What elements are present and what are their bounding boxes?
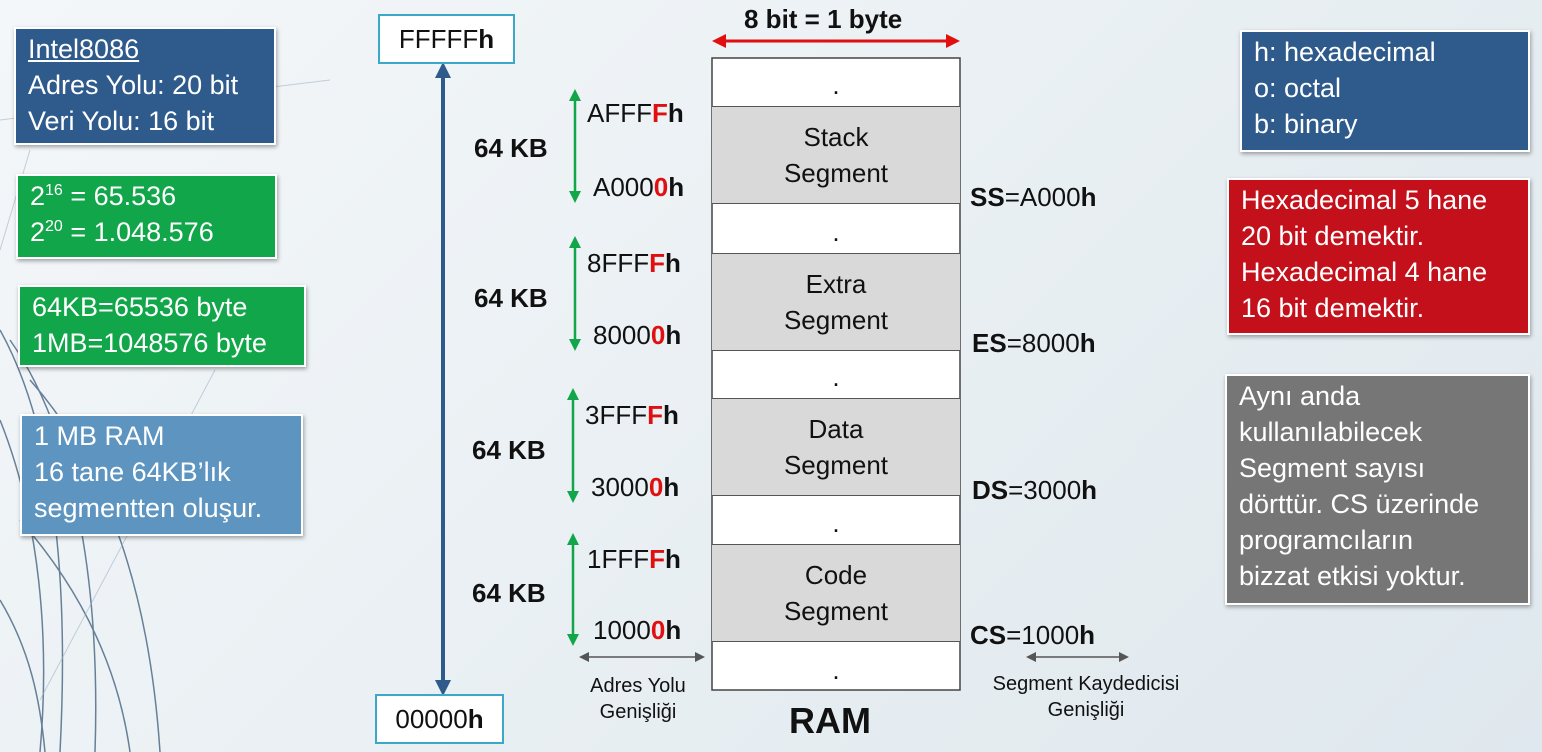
address-space-arrow [435,62,451,696]
segment-high-address: AFFFFh [587,98,684,128]
ram-info-line: segmentten oluşur. [34,493,263,523]
segment-size-arrows [567,89,581,646]
ram-gap-dot: . [832,362,840,392]
hex-note-line: Hexadecimal 4 hane [1241,257,1488,287]
ram-gap-dot: . [832,70,840,100]
ram-gap-dot: . [832,508,840,538]
ram-gap-dot: . [832,655,840,685]
segment-size-label: 64 KB [474,133,548,163]
ram-gap-dot: . [832,217,840,247]
ram-info-line: 1 MB RAM [34,421,165,451]
hex-digits-note-box: Hexadecimal 5 hane 20 bit demektir. Hexa… [1227,178,1530,335]
kb-size-text: 64KB=65536 byte [32,292,248,322]
segment-low-address: 30000h [591,472,680,502]
segment-high-address: 8FFFFh [587,248,681,278]
segment-size-label: 64 KB [472,435,546,465]
bottom-address-box: 00000h [375,694,504,744]
hex-note-line: Hexadecimal 5 hane [1241,185,1488,215]
cpu-name: Intel8086 [28,34,140,64]
segment-size-label: 64 KB [474,283,548,313]
es-register-label: ES=8000h [972,328,1096,358]
byte-width-label: 8 bit = 1 byte [744,4,903,34]
mb-size-text: 1MB=1048576 byte [32,328,267,358]
powers-box: 216 = 65.536 220 = 1.048.576 [16,174,277,259]
cs-register-label: CS=1000h [970,620,1096,650]
segment-note-line: programcıların [1239,525,1414,555]
top-address-box: FFFFFh [378,14,515,64]
segment-low-address: 80000h [593,320,682,350]
ds-register-label: DS=3000h [972,475,1098,505]
legend-binary: b: binary [1254,109,1358,139]
segment-high-address: 3FFFFh [585,400,679,430]
ram-info-box: 1 MB RAM 16 tane 64KB’lık segmentten olu… [20,414,303,536]
cpu-info-box: Intel8086 Adres Yolu: 20 bit Veri Yolu: … [14,27,276,145]
segment-high-address: 1FFFFh [587,544,681,574]
sizes-box: 64KB=65536 byte 1MB=1048576 byte [18,285,306,367]
segment-low-address: A0000h [593,172,685,202]
address-bus-text: Adres Yolu: 20 bit [28,70,239,100]
segment-note-line: Segment sayısı [1239,453,1426,483]
segment-count-note-box: Aynı anda kullanılabilecek Segment sayıs… [1225,374,1530,605]
ram-info-line: 16 tane 64KB’lık [34,457,231,487]
segment-note-line: bizzat etkisi yoktur. [1239,561,1466,591]
segment-low-address: 10000h [593,615,682,645]
segment-size-label: 64 KB [472,578,546,608]
segment-note-line: dörttür. CS üzerinde [1239,489,1480,519]
hex-note-line: 16 bit demektir. [1241,293,1425,323]
legend-hex: h: hexadecimal [1254,37,1436,67]
notation-legend-box: h: hexadecimal o: octal b: binary [1240,30,1530,152]
legend-octal: o: octal [1254,73,1342,103]
width-arrows [579,652,1129,662]
hex-note-line: 20 bit demektir. [1241,221,1425,251]
segment-note-line: Aynı anda [1239,381,1361,411]
power-20-line: 220 = 1.048.576 [30,217,214,247]
ram-label: RAM [789,700,871,741]
data-bus-text: Veri Yolu: 16 bit [28,106,215,136]
segment-note-line: kullanılabilecek [1239,417,1423,447]
byte-width-arrow [712,34,960,48]
ss-register-label: SS=A000h [970,182,1097,212]
power-16-line: 216 = 65.536 [30,181,177,211]
